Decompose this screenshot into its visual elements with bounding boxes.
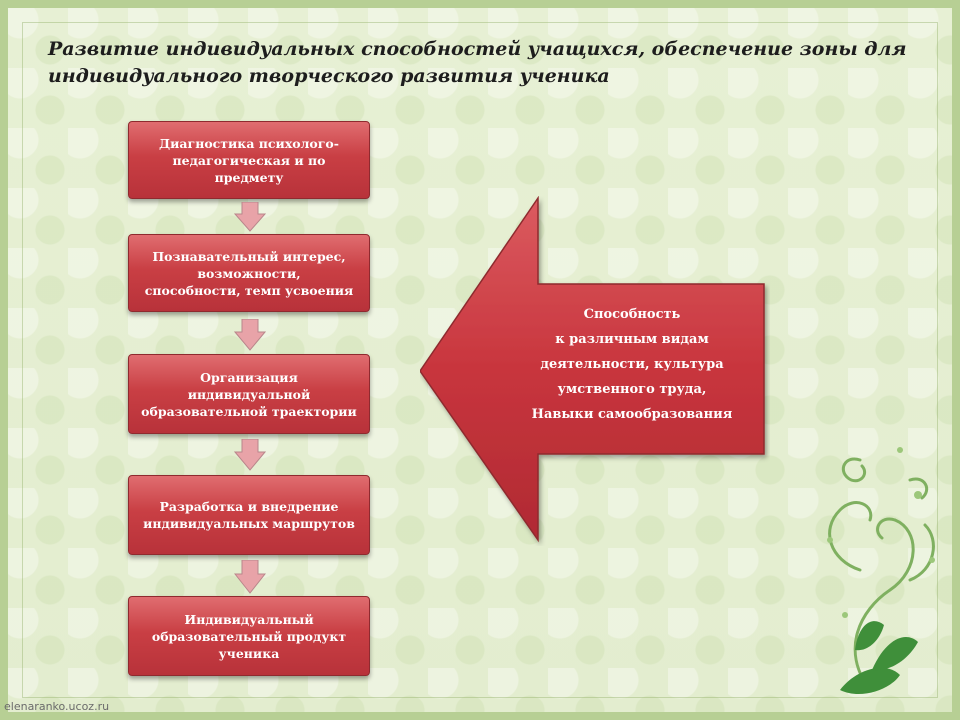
down-arrow-icon: [234, 319, 266, 351]
down-arrow-icon: [234, 202, 266, 232]
slide-inner-border: [22, 22, 938, 698]
step-label: Познавательный интерес, возможности, спо…: [144, 248, 354, 298]
arrow-text: Способность к различным видам деятельнос…: [531, 307, 733, 422]
step-box-interest: Познавательный интерес, возможности, спо…: [128, 234, 370, 312]
step-box-product: Индивидуальный образовательный продукт у…: [128, 596, 370, 676]
step-label: Индивидуальный образовательный продукт у…: [151, 611, 347, 661]
step-label: Диагностика психолого- педагогическая и …: [159, 135, 339, 185]
watermark: elenaranko.ucoz.ru: [4, 700, 110, 713]
decorative-swirl-icon: [827, 447, 935, 695]
down-arrow-icon: [234, 560, 266, 594]
slide-title: Развитие индивидуальных способностей уча…: [48, 38, 907, 87]
step-label: Организация индивидуальной образовательн…: [141, 369, 357, 419]
down-arrow-icon: [234, 439, 266, 471]
step-label: Разработка и внедрение индивидуальных ма…: [143, 499, 355, 531]
step-box-routes: Разработка и внедрение индивидуальных ма…: [128, 475, 370, 555]
step-box-diagnostics: Диагностика психолого- педагогическая и …: [128, 121, 370, 199]
step-box-trajectory: Организация индивидуальной образовательн…: [128, 354, 370, 434]
left-arrow-shape: [420, 196, 765, 543]
